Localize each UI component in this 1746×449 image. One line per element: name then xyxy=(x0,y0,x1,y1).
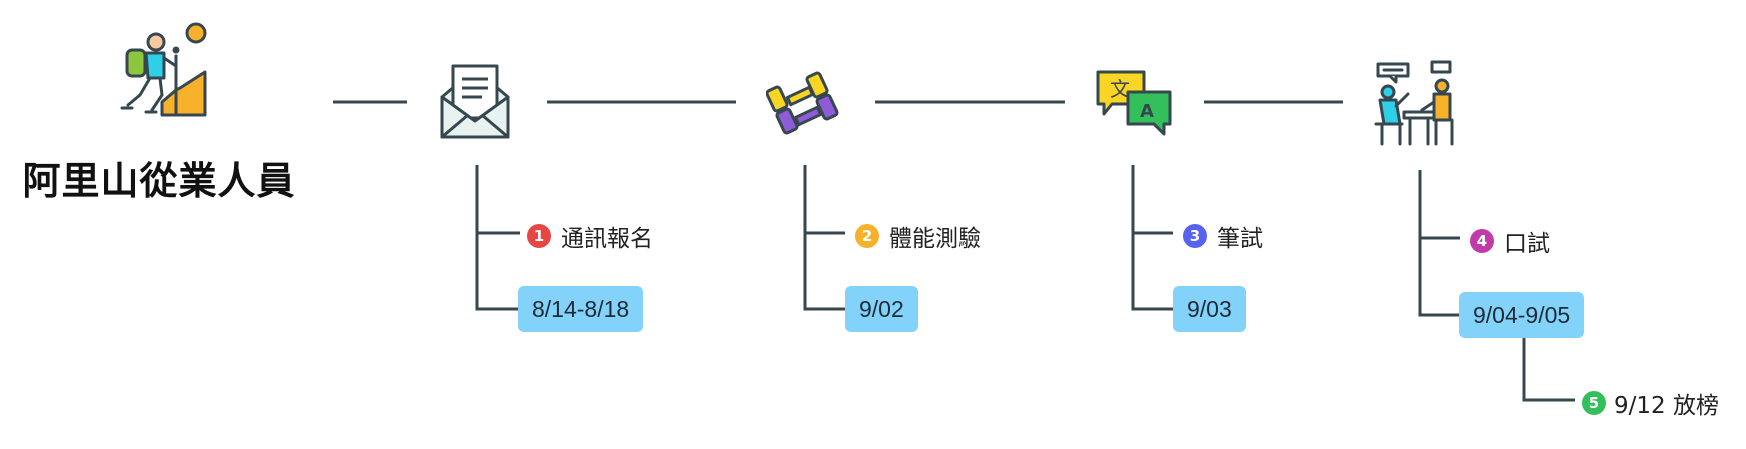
bracket-step-4 xyxy=(1418,170,1459,317)
step-1-badge: 1 xyxy=(527,224,551,248)
bracket-step-1 xyxy=(475,165,518,311)
step-5-text: 9/12 放榜 xyxy=(1614,393,1719,419)
results-announcement: 5 9/12 放榜 xyxy=(1582,386,1719,420)
step-1-text: 通訊報名 xyxy=(561,226,653,252)
page-title: 阿里山從業人員 xyxy=(22,159,296,203)
translate-icon: 文 A xyxy=(1094,68,1174,142)
step-1-label: 1 通訊報名 xyxy=(527,219,653,253)
step-2-date: 9/02 xyxy=(845,286,918,332)
step-4-badge: 4 xyxy=(1470,229,1494,253)
dumbbell-icon xyxy=(765,68,846,144)
step-4-date: 9/04-9/05 xyxy=(1459,292,1585,338)
envelope-icon xyxy=(438,61,512,145)
step-2-text: 體能測驗 xyxy=(889,226,981,252)
step-3-label: 3 筆試 xyxy=(1183,219,1263,253)
step-3-badge: 3 xyxy=(1183,224,1207,248)
step-2-badge: 2 xyxy=(855,224,879,248)
step-3-date: 9/03 xyxy=(1173,286,1246,332)
svg-text:文: 文 xyxy=(1110,77,1130,101)
bracket-step-3 xyxy=(1131,165,1173,311)
step-4-text: 口試 xyxy=(1504,231,1550,257)
step-5-badge: 5 xyxy=(1582,391,1606,415)
step-4-label: 4 口試 xyxy=(1470,224,1550,258)
step-2-label: 2 體能測驗 xyxy=(855,219,981,253)
bracket-step-2 xyxy=(803,165,845,311)
hiker-icon xyxy=(110,20,212,124)
step-1-date: 8/14-8/18 xyxy=(518,286,644,332)
step-3-text: 筆試 xyxy=(1217,226,1263,252)
bracket-final xyxy=(1522,338,1575,402)
interview-icon xyxy=(1370,60,1460,150)
svg-text:A: A xyxy=(1140,101,1154,122)
